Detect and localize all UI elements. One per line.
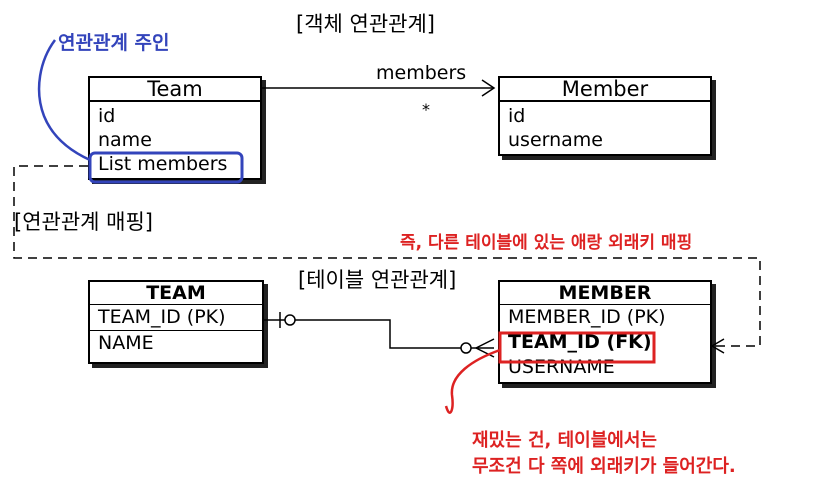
member-table-column-pk: MEMBER_ID (PK) bbox=[508, 306, 666, 328]
team-field-members: List members bbox=[98, 153, 228, 175]
team-field-name: name bbox=[98, 129, 152, 151]
team-table-name: TEAM bbox=[90, 282, 262, 305]
member-table-name: MEMBER bbox=[500, 282, 710, 305]
owner-highlight-box bbox=[88, 151, 244, 184]
table-association-title: [테이블 연관관계] bbox=[298, 268, 457, 292]
fk-highlight-box bbox=[498, 331, 656, 364]
owner-pointer-curve bbox=[37, 39, 91, 162]
fk-relationship-line bbox=[262, 319, 494, 349]
member-field-username: username bbox=[508, 129, 603, 151]
mapping-title: [연관관계 매핑] bbox=[14, 210, 153, 234]
team-entity-box: Team id name List members bbox=[88, 76, 262, 180]
team-table-column-pk: TEAM_ID (PK) bbox=[90, 305, 262, 331]
team-entity-name: Team bbox=[90, 78, 260, 102]
member-entity-box: Member id username bbox=[498, 76, 712, 156]
team-field-id: id bbox=[98, 105, 116, 127]
mapping-dashed-line bbox=[13, 165, 761, 347]
note-line-2: 무조건 다 쪽에 외래키가 들어간다. bbox=[472, 456, 736, 477]
association-multiplicity: * bbox=[422, 100, 430, 119]
member-table-column-fk: TEAM_ID (FK) bbox=[508, 331, 652, 353]
team-table-box: TEAM TEAM_ID (PK) NAME bbox=[88, 280, 264, 364]
member-entity-name: Member bbox=[500, 78, 710, 102]
note-line-1: 재밌는 건, 테이블에서는 bbox=[472, 430, 657, 451]
fk-mapping-annotation: 즉, 다른 테이블에 있는 애랑 외래키 매핑 bbox=[400, 233, 693, 253]
association-label: members bbox=[376, 62, 467, 84]
team-table-column-name: NAME bbox=[98, 332, 154, 354]
fk-pointer-curve bbox=[444, 348, 501, 414]
member-field-id: id bbox=[508, 105, 526, 127]
object-association-title: [객체 연관관계] bbox=[296, 12, 435, 36]
owner-annotation: 연관관계 주인 bbox=[58, 32, 170, 54]
